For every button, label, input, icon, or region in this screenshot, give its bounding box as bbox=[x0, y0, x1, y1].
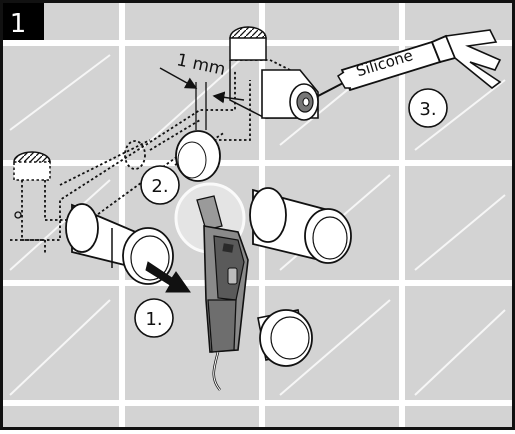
step-number: 1 bbox=[10, 9, 27, 39]
step-badge: 1 bbox=[2, 2, 44, 40]
callout-step-2: 2. bbox=[141, 166, 179, 204]
callout-step-1: 1. bbox=[135, 299, 173, 337]
callout-label: 3. bbox=[419, 99, 436, 120]
lower-cap bbox=[258, 310, 312, 366]
rosette-cap bbox=[176, 131, 220, 181]
callout-label: 1. bbox=[145, 309, 162, 330]
callout-label: 2. bbox=[151, 176, 168, 197]
callout-step-3: 3. bbox=[409, 89, 447, 127]
